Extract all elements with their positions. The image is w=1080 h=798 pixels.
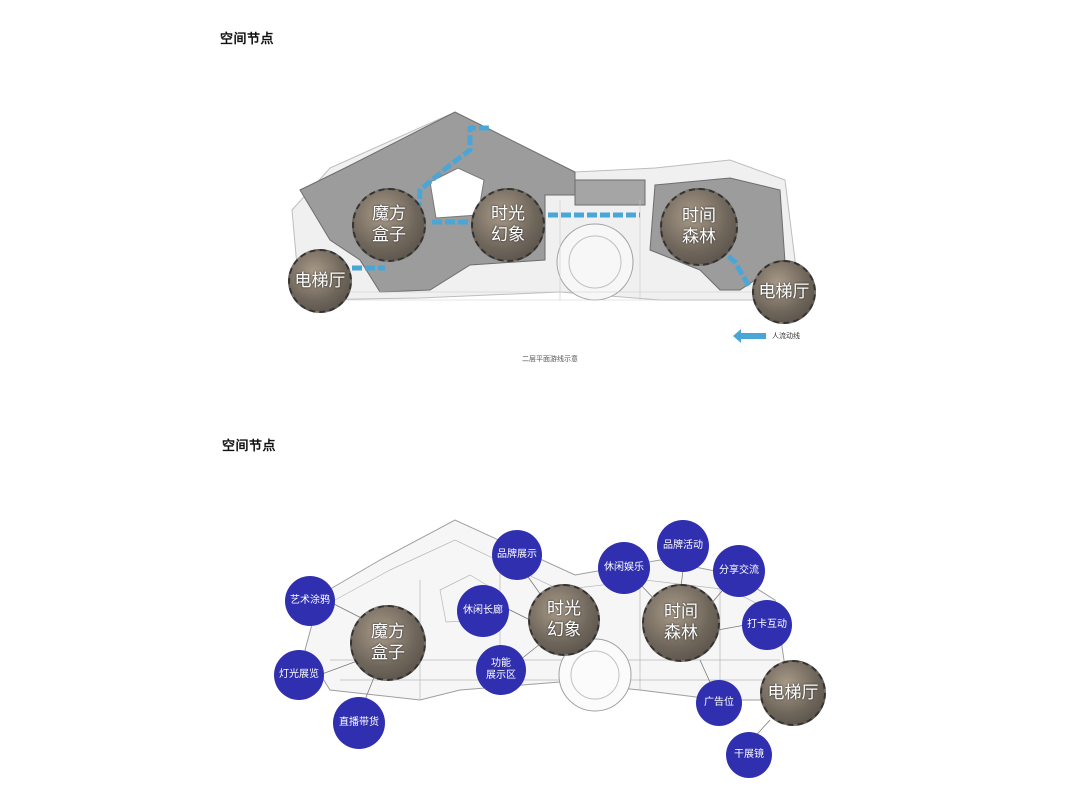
tag-sharing-exchange: 分享交流 [713,545,765,597]
node-time-illusion-2: 时光 幻象 [528,584,600,656]
flow-legend: 人流动线 [733,329,800,343]
node-elevator-hall-2: 电梯厅 [760,660,826,726]
section-title-2: 空间节点 [222,439,277,454]
tag-live-selling: 直播带货 [333,697,385,749]
tag-leisure-corridor: 休闲长廊 [457,585,509,637]
node-time-forest-2: 时间 森林 [642,584,720,662]
tag-brand-display: 品牌展示 [492,530,542,580]
tag-brand-activity: 品牌活动 [657,520,709,572]
node-time-illusion-1: 时光 幻象 [471,188,545,262]
tag-ad-space: 广告位 [696,680,742,726]
node-elevator-hall-right: 电梯厅 [752,260,816,324]
node-elevator-hall-left: 电梯厅 [288,249,352,313]
legend-label: 人流动线 [772,332,800,340]
tag-leisure-entertainment: 休闲娱乐 [598,542,650,594]
tag-checkin-interaction: 打卡互动 [742,600,792,650]
flow-arrow-icon [733,329,766,343]
tag-function-display: 功能 展示区 [476,645,526,695]
node-magic-box-2: 魔方 盒子 [350,605,426,681]
tag-light-exhibition: 灯光展览 [274,650,324,700]
plan-caption: 二层平面游线示意 [522,355,578,363]
node-magic-box-1: 魔方 盒子 [352,188,426,262]
section-title-1: 空间节点 [220,32,275,47]
tag-art-graffiti: 艺术涂鸦 [285,576,335,626]
tag-mirror: 干展镜 [726,732,772,778]
node-time-forest-1: 时间 森林 [660,188,738,266]
